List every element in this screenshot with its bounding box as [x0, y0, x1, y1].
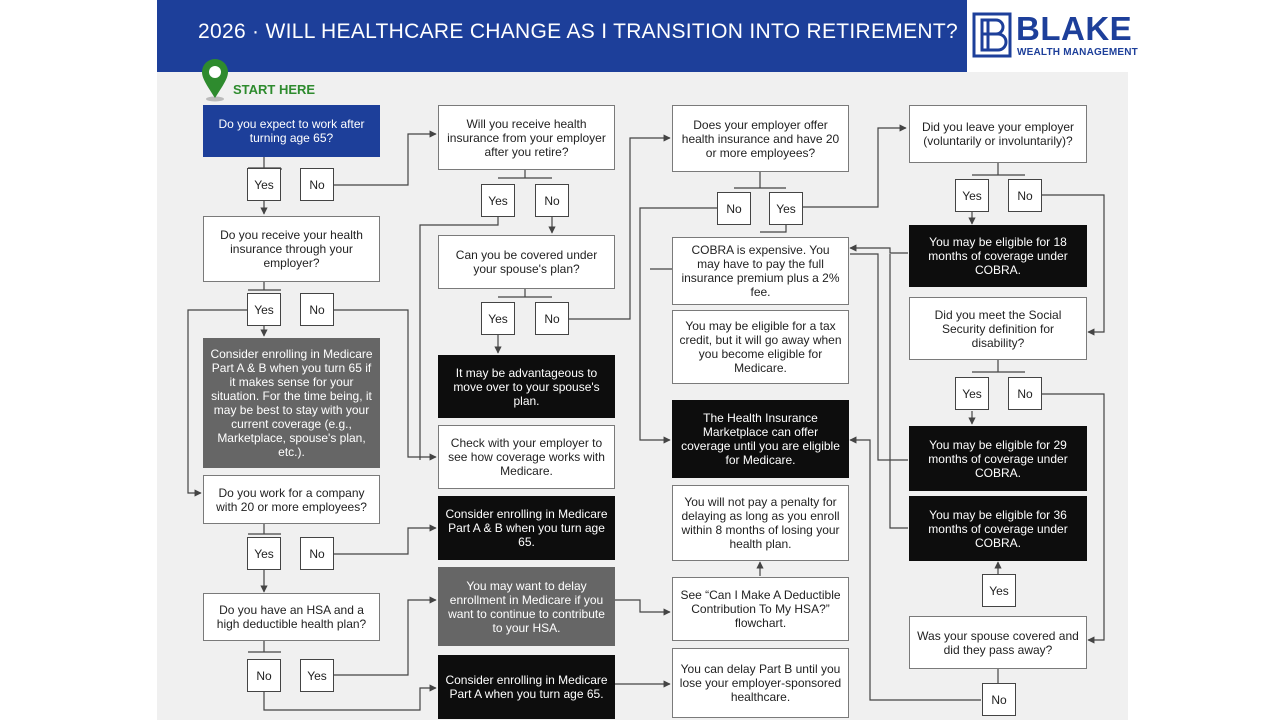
blake-logo-icon	[972, 12, 1012, 58]
question-company-20-employees: Do you work for a company with 20 or mor…	[203, 475, 380, 524]
hsa-yes: Yes	[300, 659, 334, 692]
question-employer-20-employees: Does your employer offer health insuranc…	[672, 105, 849, 172]
question-ss-disability: Did you meet the Social Security definit…	[909, 297, 1087, 360]
question-hsa: Do you have an HSA and a high deductible…	[203, 593, 380, 641]
result-consider-medicare-ab: Consider enrolling in Medicare Part A & …	[203, 338, 380, 468]
question-leave-employer: Did you leave your employer (voluntarily…	[909, 105, 1087, 163]
page-title: 2026 · WILL HEALTHCARE CHANGE AS I TRANS…	[198, 20, 958, 43]
work65-yes: Yes	[247, 168, 281, 201]
result-delay-for-hsa: You may want to delay enrollment in Medi…	[438, 567, 615, 646]
employer-ins-no: No	[300, 293, 334, 326]
company20-no: No	[300, 537, 334, 570]
result-see-hsa-flowchart: See “Can I Make A Deductible Contributio…	[672, 577, 849, 641]
question-employer-insurance: Do you receive your health insurance thr…	[203, 216, 380, 282]
question-spouse-plan: Can you be covered under your spouse's p…	[438, 235, 615, 289]
result-enroll-medicare-ab-65: Consider enrolling in Medicare Part A & …	[438, 496, 615, 560]
leave-employer-no: No	[1008, 179, 1042, 212]
spouse-plan-yes: Yes	[481, 302, 515, 335]
result-tax-credit: You may be eligible for a tax credit, bu…	[672, 310, 849, 384]
leave-employer-yes: Yes	[955, 179, 989, 212]
result-enroll-medicare-a-65: Consider enrolling in Medicare Part A wh…	[438, 655, 615, 719]
result-cobra-18-months: You may be eligible for 18 months of cov…	[909, 225, 1087, 287]
result-spouse-plan-advantageous: It may be advantageous to move over to y…	[438, 355, 615, 418]
start-here-label: START HERE	[233, 82, 316, 97]
result-delay-part-b: You can delay Part B until you lose your…	[672, 648, 849, 718]
company20-yes: Yes	[247, 537, 281, 570]
result-marketplace: The Health Insurance Marketplace can off…	[672, 400, 849, 478]
result-cobra-36-months: You may be eligible for 36 months of cov…	[909, 496, 1087, 561]
result-no-penalty: You will not pay a penalty for delaying …	[672, 485, 849, 561]
employer20-yes: Yes	[769, 192, 803, 225]
employer-ins-yes: Yes	[247, 293, 281, 326]
spouse-passed-yes: Yes	[982, 574, 1016, 607]
disability-yes: Yes	[955, 377, 989, 410]
employer20-no: No	[717, 192, 751, 225]
logo-panel	[967, 0, 1128, 72]
question-spouse-passed: Was your spouse covered and did they pas…	[909, 616, 1087, 669]
brand-name: BLAKE	[1016, 10, 1133, 47]
retiree-no: No	[535, 184, 569, 217]
retiree-yes: Yes	[481, 184, 515, 217]
work65-no: No	[300, 168, 334, 201]
result-cobra-expensive: COBRA is expensive. You may have to pay …	[672, 237, 849, 305]
spouse-plan-no: No	[535, 302, 569, 335]
question-retiree-insurance: Will you receive health insurance from y…	[438, 105, 615, 170]
hsa-no: No	[247, 659, 281, 692]
map-pin-icon	[202, 59, 228, 102]
disability-no: No	[1008, 377, 1042, 410]
spouse-passed-no: No	[982, 683, 1016, 716]
brand-subtitle: WEALTH MANAGEMENT	[1017, 47, 1138, 58]
header-bar	[157, 0, 967, 72]
result-cobra-29-months: You may be eligible for 29 months of cov…	[909, 426, 1087, 491]
question-work-after-65: Do you expect to work after turning age …	[203, 105, 380, 157]
result-check-with-employer: Check with your employer to see how cove…	[438, 425, 615, 489]
